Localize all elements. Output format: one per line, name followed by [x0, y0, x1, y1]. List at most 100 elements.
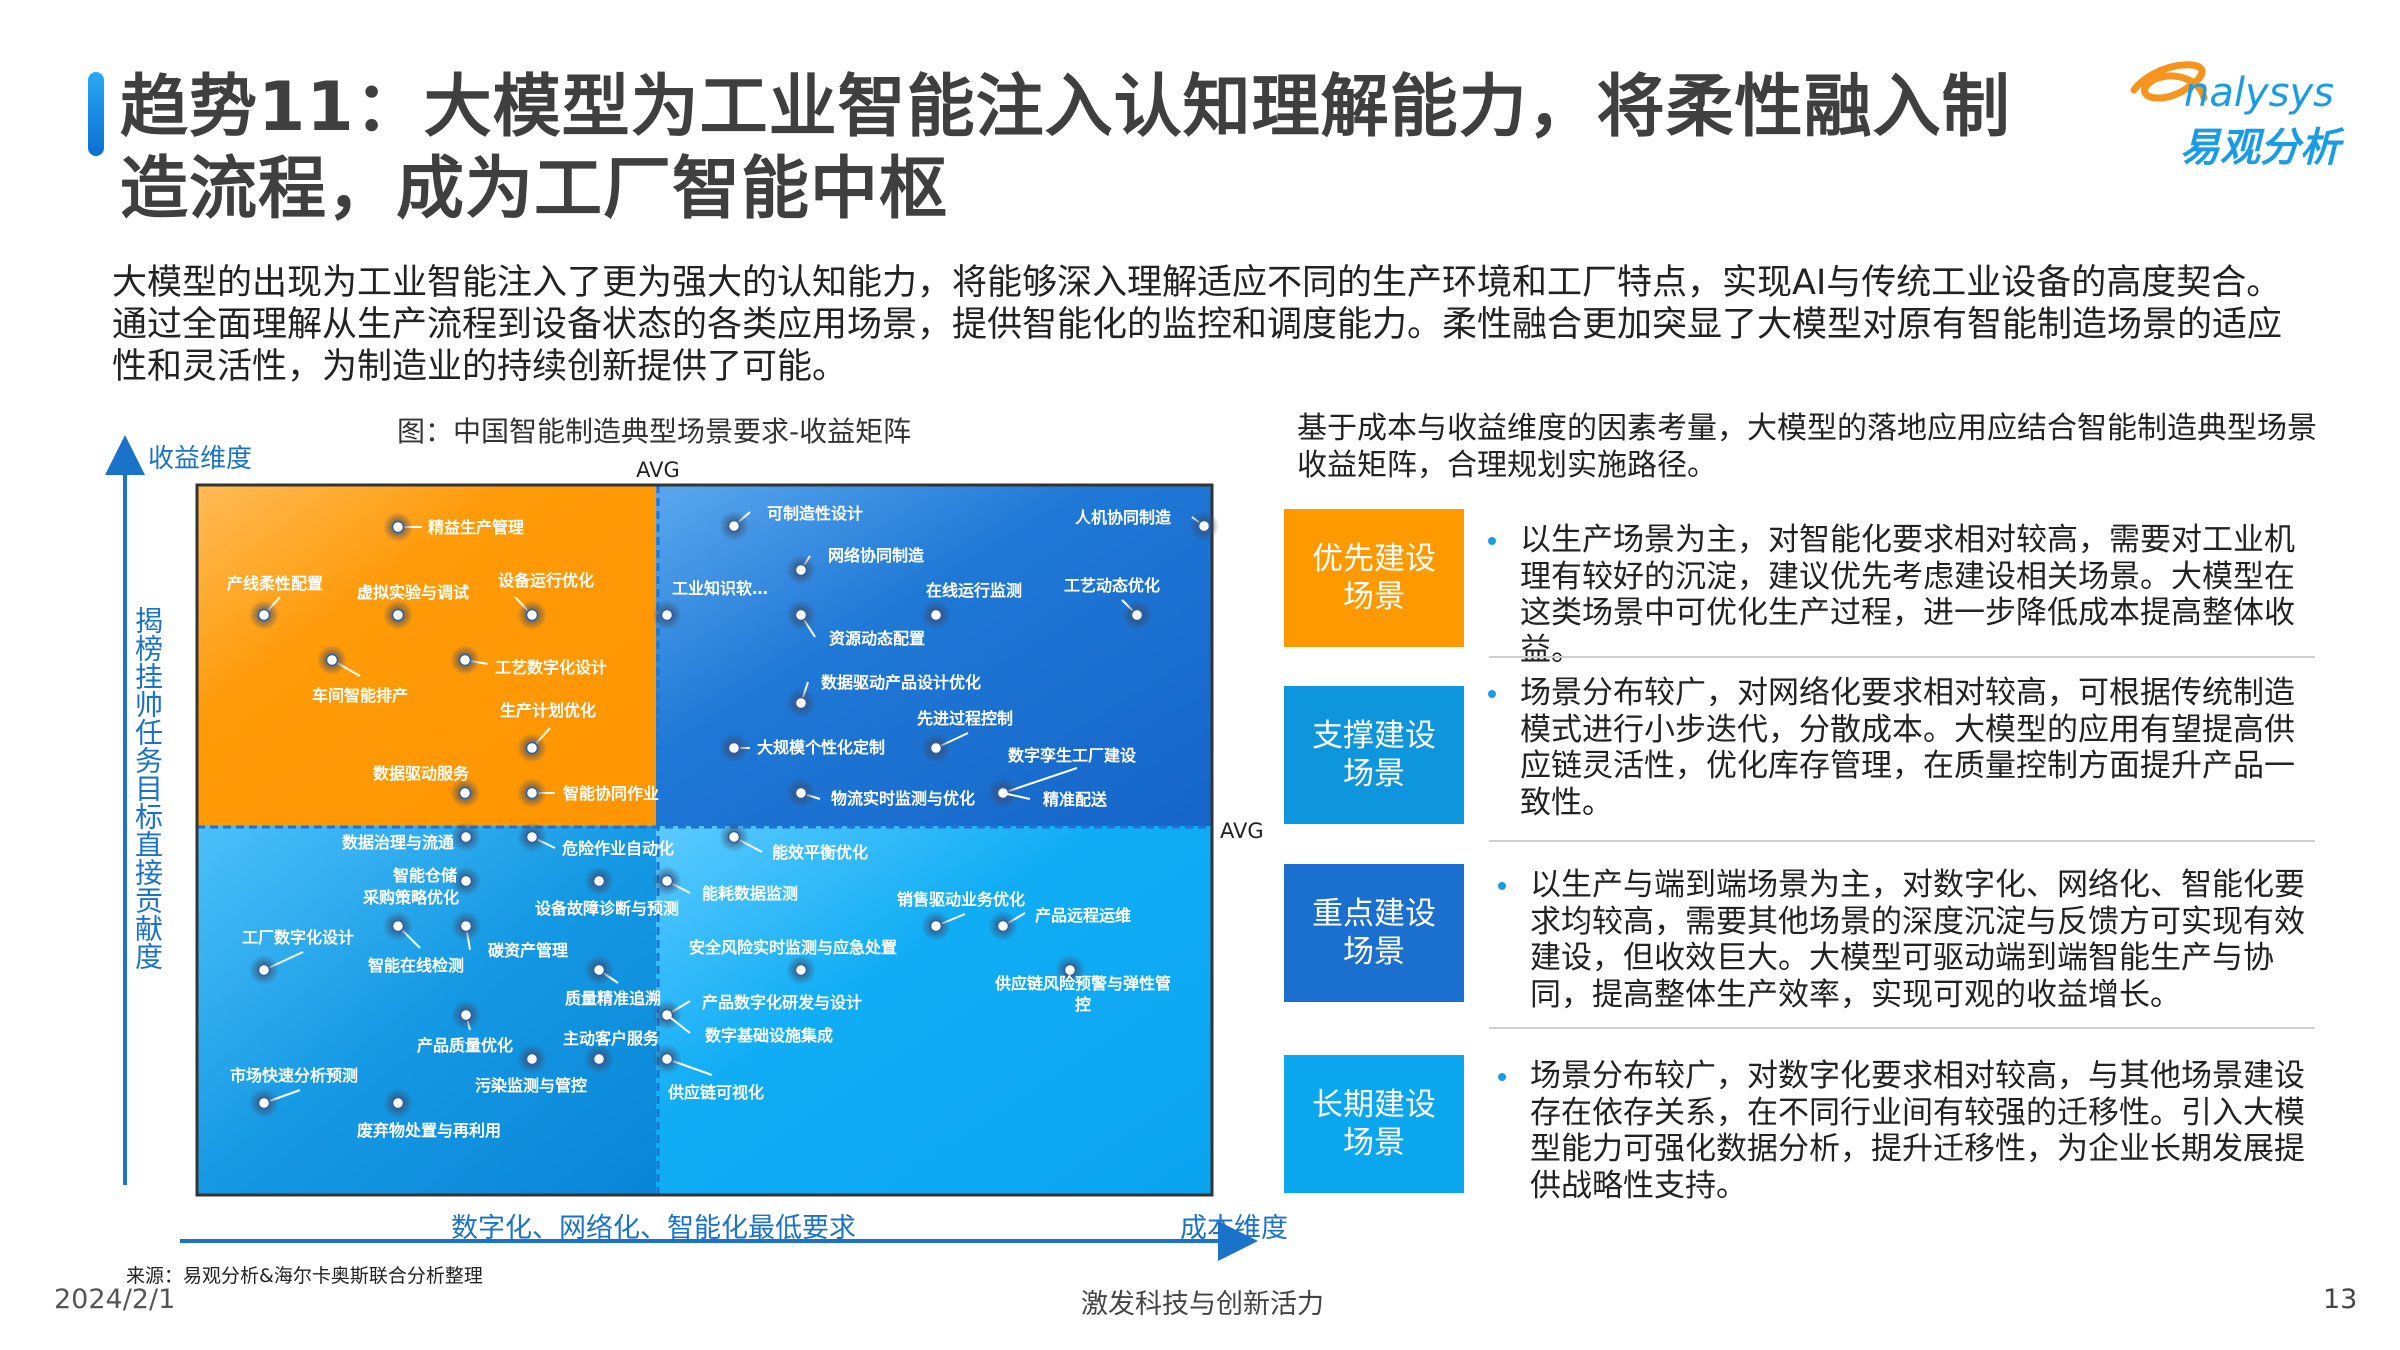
- point-label: 碳资产管理: [488, 941, 568, 960]
- page-title-line2: 造流程，成为工厂智能中枢: [120, 150, 949, 229]
- point-marker: [257, 1096, 271, 1110]
- scenario-point: 碳资产管理: [451, 911, 568, 960]
- intro-line-3: 性和灵活性，为制造业的持续创新提供了可能。: [112, 347, 848, 387]
- category-desc-priority: 以生产场景为主，对智能化要求相对较高，需要对工业机理有较好的沉淀，建议优先考虑建…: [1520, 522, 2295, 668]
- scenario-point: 生产计划优化: [500, 701, 596, 763]
- point-marker: [660, 874, 674, 888]
- point-marker: [391, 919, 405, 933]
- scenario-point: 智能在线检测: [368, 911, 464, 975]
- point-label: 工艺数字化设计: [495, 658, 607, 677]
- point-label: 废弃物处置与再利用: [357, 1121, 501, 1140]
- scenario-point: 数据驱动服务: [373, 764, 480, 808]
- point-label: 主动客户服务: [563, 1029, 660, 1048]
- title-accent-bar: [88, 72, 104, 156]
- y-dimension-label: 收益维度: [148, 444, 253, 474]
- scenario-point: 产品数字化研发与设计: [652, 993, 862, 1030]
- svg-text:易观分析: 易观分析: [2180, 125, 2345, 171]
- quadrant-bottom-right: [656, 826, 1212, 1195]
- divider: [1489, 1027, 2315, 1029]
- matrix-border: [195, 483, 1214, 1197]
- bullet-icon: [1498, 1073, 1506, 1081]
- point-marker: [592, 963, 606, 977]
- point-marker: [525, 786, 539, 800]
- footer-date: 2024/2/1: [54, 1284, 176, 1315]
- bullet-icon: [1488, 537, 1496, 545]
- point-marker: [727, 830, 741, 844]
- point-marker: [459, 830, 473, 844]
- bullet-icon: [1498, 882, 1506, 890]
- point-label: 产品数字化研发与设计: [702, 993, 862, 1012]
- point-marker: [727, 519, 741, 533]
- category-label: 长期建设: [1312, 1087, 1436, 1123]
- scenario-point: 人机协同制造: [1075, 508, 1219, 541]
- point-marker: [458, 786, 472, 800]
- scenario-point: 设备运行优化: [498, 571, 594, 630]
- category-label: 支撑建设: [1312, 718, 1436, 754]
- point-label: 网络协同制造: [828, 546, 925, 565]
- scenario-points: 精益生产管理产线柔性配置虚拟实验与调试设备运行优化车间智能排产工艺数字化设计生产…: [227, 504, 1219, 1140]
- point-label: 精准配送: [1043, 790, 1108, 809]
- point-label: 数据驱动服务: [373, 764, 470, 783]
- point-marker: [794, 608, 808, 622]
- scenario-point: 产线柔性配置: [227, 574, 323, 630]
- point-label: 数据治理与流通: [342, 833, 454, 852]
- scenario-point: 市场快速分析预测: [230, 1066, 358, 1118]
- point-marker: [459, 874, 473, 888]
- avg-right-label: AVG: [1220, 819, 1264, 843]
- point-marker: [458, 653, 472, 667]
- point-marker: [525, 741, 539, 755]
- point-label: 先进过程控制: [917, 709, 1013, 728]
- point-label: 能效平衡优化: [772, 843, 868, 862]
- point-marker: [1197, 519, 1211, 533]
- point-label: 产品质量优化: [417, 1036, 513, 1055]
- category-box-support: 支撑建设场景: [1284, 686, 1464, 824]
- x-axis-label: 数字化、网络化、智能化最低要求: [451, 1213, 856, 1244]
- point-marker: [459, 1008, 473, 1022]
- point-label: 资源动态配置: [829, 629, 925, 648]
- footer-slogan: 激发科技与创新活力: [1081, 1289, 1324, 1320]
- point-label: 污染监测与管控: [475, 1076, 587, 1095]
- point-marker: [525, 830, 539, 844]
- category-label: 场景: [1343, 1125, 1405, 1161]
- scenario-point: 供应链可视化: [652, 1044, 764, 1102]
- scenario-point: 工艺数字化设计: [450, 645, 607, 677]
- analysys-logo: nalysys 易观分析: [2120, 48, 2380, 178]
- scenario-point: 物流实时监测与优化: [786, 778, 975, 808]
- point-label: 产线柔性配置: [227, 574, 323, 593]
- point-marker: [794, 786, 808, 800]
- point-marker: [391, 520, 405, 534]
- point-label: 工艺动态优化: [1064, 576, 1160, 595]
- scenario-point: 产品远程运维: [988, 906, 1131, 941]
- scenario-point: 精准配送: [1002, 790, 1108, 809]
- matrix-caption: 图：中国智能制造典型场景要求-收益矩阵: [397, 415, 912, 448]
- category-label: 场景: [1343, 579, 1405, 615]
- scenario-point: 能效平衡优化: [719, 822, 868, 862]
- scenario-point: 废弃物处置与再利用: [357, 1088, 501, 1140]
- scenario-point: 先进过程控制: [917, 709, 1013, 763]
- point-label: 产品远程运维: [1035, 906, 1131, 925]
- quadrant-top-left: [197, 485, 656, 826]
- scenario-point: 数字孪生工厂建设: [988, 746, 1137, 808]
- point-label: 采购策略优化: [362, 888, 459, 907]
- point-marker: [525, 608, 539, 622]
- scenario-point: 工业知识软…: [652, 579, 768, 630]
- point-marker: [794, 963, 808, 977]
- point-marker: [929, 741, 943, 755]
- point-label: 智能协同作业: [563, 784, 659, 803]
- point-marker: [794, 563, 808, 577]
- quadrant-top-right: [656, 485, 1212, 826]
- category-box-key: 重点建设场景: [1284, 864, 1464, 1002]
- bullet-icon: [1488, 690, 1496, 698]
- category-label: 重点建设: [1312, 896, 1436, 932]
- point-label: 数据驱动产品设计优化: [821, 673, 981, 692]
- point-label: 精益生产管理: [428, 518, 524, 537]
- scenario-point: 主动客户服务: [563, 1029, 660, 1074]
- y-axis-label: 揭榜挂帅任务目标直接贡献度: [131, 606, 164, 970]
- point-marker: [1130, 608, 1144, 622]
- scenario-point: 数字基础设施集成: [666, 1014, 833, 1045]
- point-marker: [1063, 963, 1077, 977]
- point-label: 智能在线检测: [368, 956, 464, 975]
- point-label: 物流实时监测与优化: [831, 789, 975, 808]
- point-label: 市场快速分析预测: [230, 1066, 358, 1085]
- quadrant-bottom-left: [197, 826, 656, 1195]
